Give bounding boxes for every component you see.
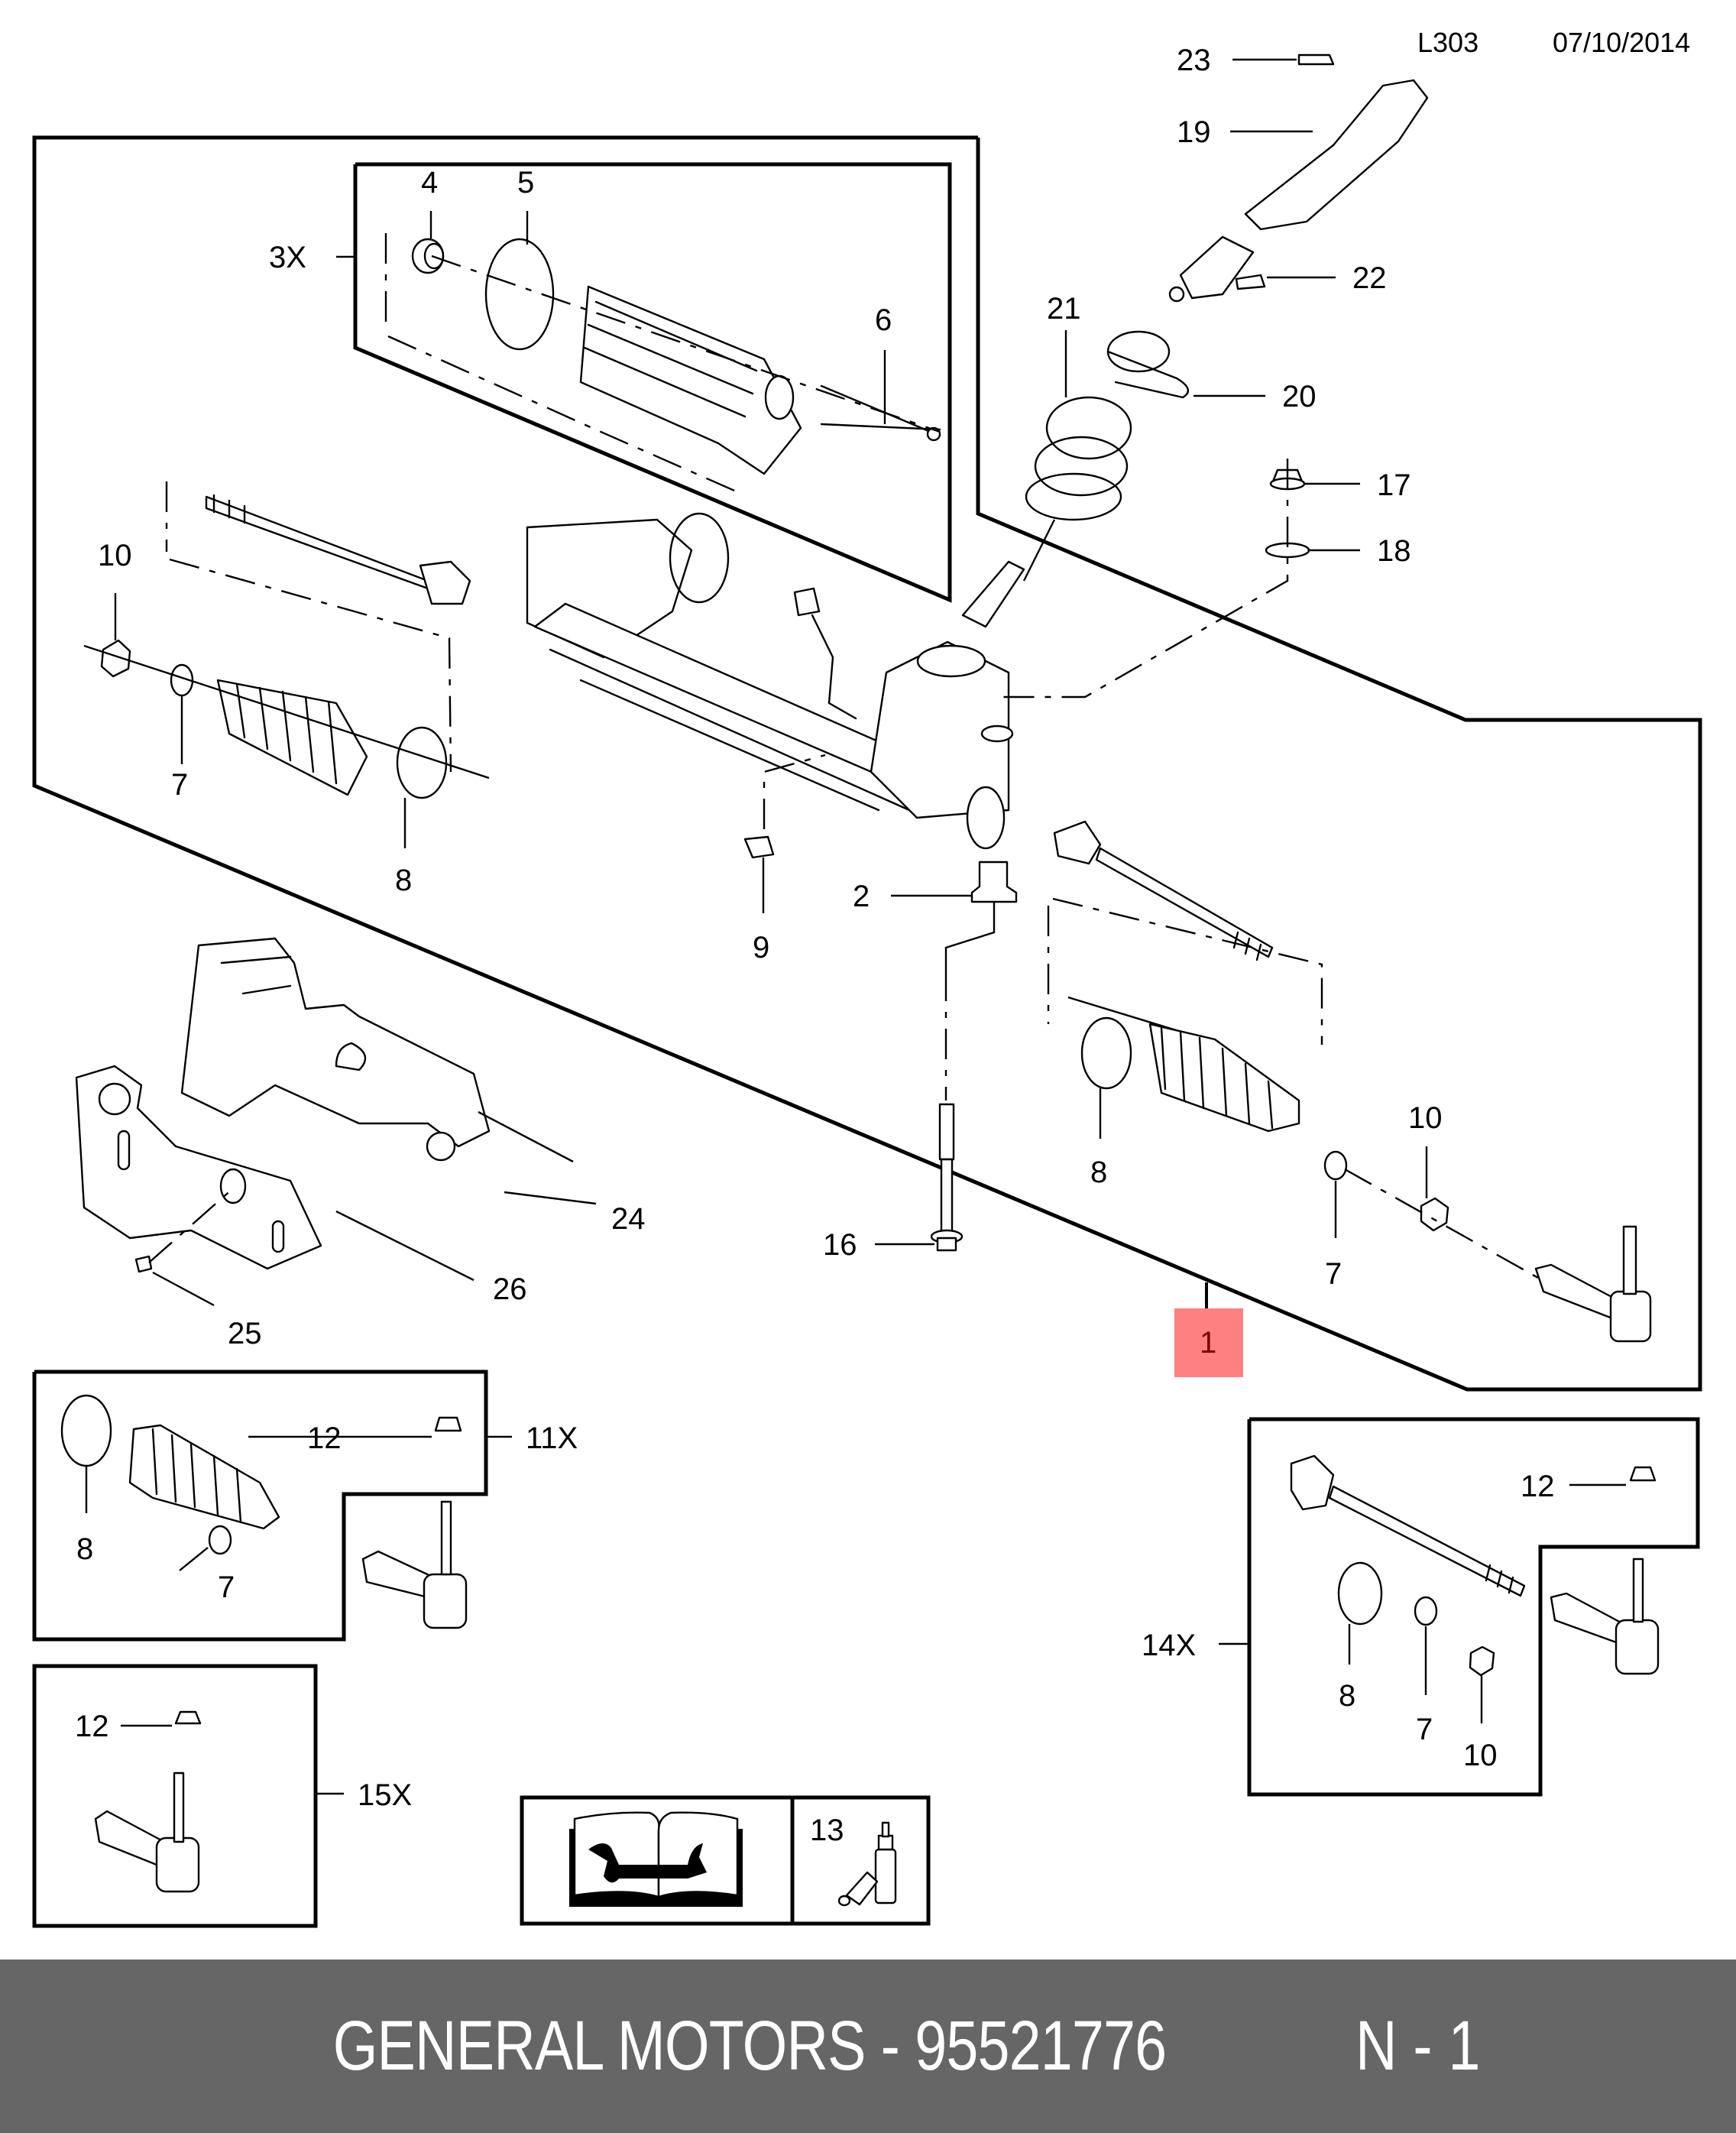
steering-rack (526, 512, 1025, 850)
callout-10-left[interactable]: 10 (98, 539, 132, 572)
part-9-dashline (763, 754, 826, 829)
callout-12-14x[interactable]: 12 (1521, 1470, 1555, 1503)
kit-14x-outer-nut (1629, 1466, 1657, 1482)
part-10-nut-left (100, 639, 131, 678)
part-24-heat-shield (180, 937, 491, 1162)
part-7-clamp-right (1323, 1150, 1348, 1181)
part-19-intermediate-shaft (1168, 79, 1429, 303)
inner-tie-rod-right (1053, 820, 1274, 961)
tie-rod-end-axis (1344, 1168, 1563, 1293)
callout-2[interactable]: 2 (853, 880, 870, 913)
kit-14x-clamp (1414, 1596, 1438, 1626)
adhesive-box (790, 1795, 931, 1926)
kit-14x-frame (1247, 1417, 1700, 1797)
kit-15x-tie-rod-end (94, 1772, 200, 1893)
footer-banner: GENERAL MOTORS - 95521776 N - 1 (0, 1960, 1736, 2133)
part-8-boot-right (1148, 1023, 1300, 1133)
callout-26[interactable]: 26 (493, 1272, 527, 1306)
motor-kit-frame (353, 162, 952, 603)
callout-19[interactable]: 19 (1177, 115, 1211, 149)
callout-15x[interactable]: 15X (358, 1778, 412, 1812)
kit-15x-frame (32, 1664, 318, 1928)
kit-14x-inner-tie-rod (1290, 1454, 1526, 1597)
part-23-bolt (1297, 53, 1335, 66)
callout-8-14x[interactable]: 8 (1339, 1679, 1355, 1713)
callout-16[interactable]: 16 (823, 1228, 857, 1262)
callout-8-left[interactable]: 8 (395, 864, 412, 897)
callout-23[interactable]: 23 (1177, 44, 1211, 77)
callout-12-15x[interactable]: 12 (75, 1710, 109, 1743)
callout-7-14x[interactable]: 7 (1416, 1713, 1433, 1746)
callout-8-11x[interactable]: 8 (76, 1532, 93, 1566)
kit-14x-ring (1337, 1561, 1383, 1626)
callout-21[interactable]: 21 (1047, 292, 1081, 326)
callout-7-11x[interactable]: 7 (218, 1571, 235, 1604)
callout-22[interactable]: 22 (1352, 261, 1387, 295)
kit-14x-tie-rod-end (1550, 1558, 1660, 1675)
part-25-axis (148, 1188, 234, 1263)
part-16-bolt (930, 1103, 964, 1252)
callout-12-11x[interactable]: 12 (307, 1421, 342, 1455)
part-9-clip (743, 835, 775, 859)
part-8-boot-left (216, 679, 448, 799)
kit-11x-frame (32, 1370, 488, 1642)
part-21-boot (1025, 396, 1132, 521)
part-1-highlight-box[interactable] (1174, 1308, 1243, 1377)
part-20-seal (1106, 330, 1190, 399)
callout-8-right[interactable]: 8 (1090, 1156, 1107, 1189)
kit-11x-clamp (208, 1525, 232, 1555)
part-2-bushing (970, 861, 1018, 903)
callout-3x[interactable]: 3X (269, 241, 306, 274)
book-wrench-icon (569, 1811, 743, 1907)
kit-11x-nut (434, 1416, 462, 1432)
callout-4[interactable]: 4 (421, 166, 438, 199)
diagram-code: L303 (1417, 27, 1479, 58)
callout-10-14x[interactable]: 10 (1463, 1739, 1498, 1772)
adhesive-bottle-icon (837, 1821, 897, 1907)
callout-14x[interactable]: 14X (1142, 1629, 1196, 1662)
diagram-date: 07/10/2014 (1553, 27, 1690, 58)
footer-page-indicator: N - 1 (1355, 2007, 1481, 2085)
motor-kit-dashline (384, 233, 740, 494)
callout-20[interactable]: 20 (1282, 380, 1317, 413)
callout-5[interactable]: 5 (517, 166, 534, 199)
callout-9[interactable]: 9 (753, 931, 769, 964)
callout-1[interactable]: 1 (1200, 1326, 1216, 1360)
callout-17[interactable]: 17 (1377, 468, 1411, 502)
callout-24[interactable]: 24 (611, 1202, 646, 1236)
inner-tie-rod-left (205, 494, 471, 605)
parts-diagram: L303 07/10/2014 3X 4 5 6 (32, 27, 1702, 1928)
callout-11x[interactable]: 11X (526, 1421, 578, 1455)
part-8-ring-right (1080, 1016, 1132, 1090)
callout-10-right[interactable]: 10 (1408, 1101, 1443, 1135)
kit-14x-nut (1469, 1645, 1495, 1677)
tie-rod-right-dashline (1047, 897, 1323, 1045)
footer-part-title: GENERAL MOTORS - 95521776 (332, 2007, 1167, 2085)
outer-tie-rod-end-right (1534, 1225, 1652, 1343)
part-4-bearing (411, 238, 445, 274)
callout-13[interactable]: 13 (810, 1814, 844, 1847)
part-5-oring (484, 238, 555, 351)
kit-11x-tie-rod-end (361, 1500, 468, 1629)
part-22-bolt (1235, 274, 1266, 290)
tie-rod-left-dashline (165, 481, 452, 773)
part-26-bracket (75, 1065, 322, 1270)
callout-7-left[interactable]: 7 (171, 768, 188, 802)
part-10-nut-right (1420, 1197, 1449, 1232)
callout-7-right[interactable]: 7 (1325, 1257, 1342, 1291)
callout-18[interactable]: 18 (1377, 534, 1411, 568)
callout-25[interactable]: 25 (228, 1317, 262, 1350)
mount-dashline (997, 459, 1289, 699)
part-25-screw (134, 1255, 153, 1273)
kit-11x-ring (60, 1394, 112, 1467)
kit-15x-nut (174, 1710, 202, 1725)
kit-11x-boot (128, 1424, 280, 1530)
assembly-frame (32, 135, 1702, 1392)
callout-6[interactable]: 6 (875, 303, 892, 337)
motor-axis-line (431, 254, 941, 433)
